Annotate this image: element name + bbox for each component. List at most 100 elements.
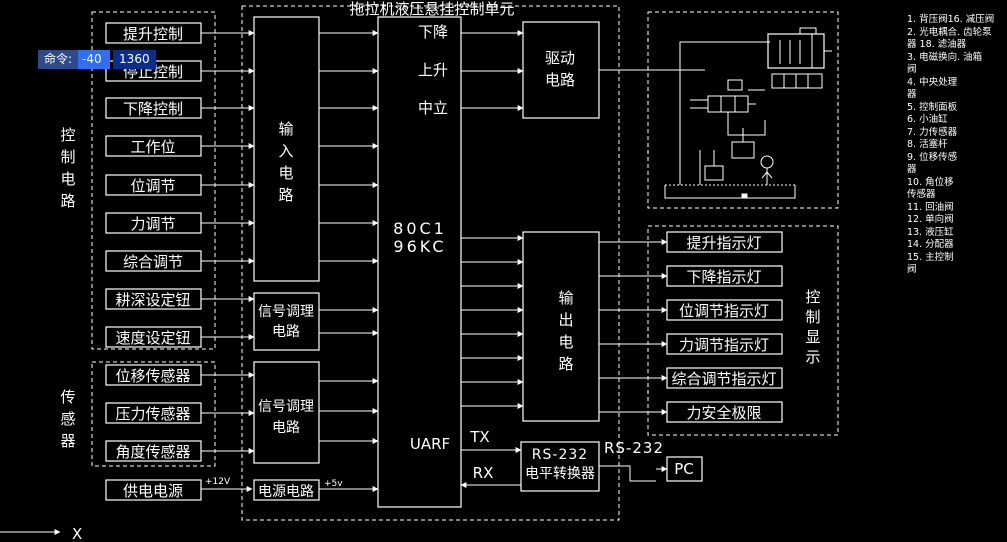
power-circuit-box (253, 479, 320, 501)
legend-line: 2. 光电耦合. 齿轮泵 (907, 26, 992, 38)
signal-cond-1-line1: 信号调理 (258, 304, 314, 320)
group-label-control-3: 电 (60, 170, 75, 188)
signal-cond-box-2 (253, 361, 320, 464)
signal-cond-2-line2: 电路 (272, 420, 300, 436)
legend-line: 13. 液压缸 (907, 226, 954, 238)
legend-line: 9. 位移传感 (907, 151, 958, 163)
legend-line: 器 (907, 164, 917, 175)
legend-line: 11. 回油阀 (907, 201, 954, 213)
group-label-control-2: 制 (60, 148, 75, 166)
mcu-chip-line2: 96KC (393, 237, 446, 256)
command-input[interactable] (78, 50, 111, 69)
voltage-12v: +12V (205, 477, 231, 487)
group-label-control-1: 控 (60, 126, 75, 144)
legend-line: 器 18. 滤油器 (907, 39, 967, 50)
mcu-uart: UARF (410, 435, 450, 453)
input-circuit-box (253, 16, 320, 282)
mcu-rx: RX (473, 464, 494, 482)
mcu-out-neutral: 中立 (418, 99, 448, 117)
group-label-display-3: 显 (805, 328, 820, 346)
legend-line: 6. 小油缸 (907, 114, 948, 125)
mcu-out-up: 上升 (418, 61, 448, 79)
hydraulic-schematic (664, 27, 832, 199)
indicator-force-limit: 力安全极限 (686, 404, 761, 422)
legend-line: 5. 控制面板 (907, 101, 958, 113)
rs232-label: RS-232 (532, 447, 588, 463)
mcu-chip-line1: 80C1 (393, 219, 447, 238)
input-circuit-label-4: 路 (278, 186, 293, 204)
input-circuit-label-3: 电 (278, 164, 293, 182)
group-label-display-2: 制 (805, 308, 820, 326)
legend-line: 阀 (907, 264, 917, 275)
control-lower: 下降控制 (123, 100, 183, 118)
indicator-position: 位调节指示灯 (679, 302, 769, 320)
drive-circuit-line1: 驱动 (545, 49, 575, 67)
unit-title: 拖拉机液压悬挂控制单元 (349, 0, 514, 18)
drive-circuit-box (522, 21, 600, 119)
signal-cond-1-line2: 电路 (272, 324, 300, 340)
drive-circuit-line2: 电路 (545, 71, 575, 89)
rs232-converter: 电平转换器 (525, 465, 595, 482)
hydraulic-schematic-frame (647, 11, 839, 209)
indicator-force: 力调节指示灯 (679, 336, 769, 354)
voltage-5v: +5v (324, 479, 343, 489)
legend-line: 4. 中央处理 (907, 76, 958, 88)
group-label-sensor-1: 传 (60, 388, 75, 406)
x-axis-label: X (72, 525, 82, 542)
output-circuit-label-4: 路 (558, 355, 573, 373)
legend-line: 10. 角位移 (907, 176, 954, 188)
output-circuit-label-3: 电 (558, 333, 573, 351)
command-coordinate-value[interactable]: 1360 (113, 50, 156, 69)
group-label-display-4: 示 (805, 348, 820, 366)
output-circuit-box (522, 231, 600, 422)
mcu-tx: TX (469, 428, 489, 446)
legend-line: 传感器 (907, 189, 936, 200)
legend-line: 阀 (907, 64, 917, 75)
output-circuit-label-2: 出 (558, 311, 573, 329)
legend-line: 8. 活塞杆 (907, 139, 948, 150)
pc-box (666, 456, 703, 482)
group-label-display-1: 控 (805, 288, 820, 306)
legend-line: 7. 力传感器 (907, 126, 958, 138)
sensor-angle: 角度传感器 (115, 443, 190, 461)
control-combined-adjust: 综合调节 (123, 253, 183, 271)
output-circuit-label-1: 输 (558, 289, 573, 307)
legend-line: 3. 电磁换向. 油箱 (907, 51, 983, 63)
sensor-displacement: 位移传感器 (115, 367, 190, 385)
indicator-lift: 提升指示灯 (686, 234, 761, 252)
legend-line: 1. 背压阀16. 减压阀 (907, 14, 995, 25)
indicator-lower: 下降指示灯 (686, 268, 761, 286)
legend-line: 14. 分配器 (907, 239, 954, 250)
sensor-group-frame (91, 361, 216, 467)
control-depth-knob: 耕深设定钮 (115, 291, 190, 309)
control-unit-frame (241, 5, 620, 521)
power-supply: 供电电源 (123, 482, 183, 500)
input-circuit-label-1: 输 (278, 120, 293, 138)
legend-line: 12. 单向阀 (907, 214, 954, 225)
control-lift: 提升控制 (123, 25, 183, 43)
indicator-combined: 综合调节指示灯 (671, 370, 776, 388)
display-group-frame (647, 225, 839, 436)
pc-label: PC (674, 460, 694, 478)
mcu-box (377, 16, 462, 508)
legend-line: 器 (907, 89, 917, 100)
signal-cond-2-line1: 信号调理 (258, 399, 314, 415)
group-label-sensor-2: 感 (60, 410, 75, 428)
rs232-to-pc-line (599, 465, 656, 482)
group-label-sensor-3: 器 (60, 432, 75, 450)
control-force-adjust: 力调节 (130, 215, 175, 233)
control-working-position: 工作位 (130, 138, 175, 156)
rs232-link-label: RS-232 (604, 439, 664, 457)
power-circuit-label: 电源电路 (258, 484, 314, 500)
command-bar: 命令: 1360 (38, 50, 156, 69)
command-label: 命令: (38, 50, 79, 69)
group-label-control-4: 路 (60, 192, 75, 210)
control-position-adjust: 位调节 (130, 177, 175, 195)
control-speed-knob: 速度设定钮 (115, 329, 190, 347)
mcu-out-down: 下降 (418, 23, 448, 41)
signal-cond-box-1 (253, 292, 320, 351)
sensor-pressure: 压力传感器 (115, 405, 190, 423)
input-circuit-label-2: 入 (278, 142, 293, 160)
